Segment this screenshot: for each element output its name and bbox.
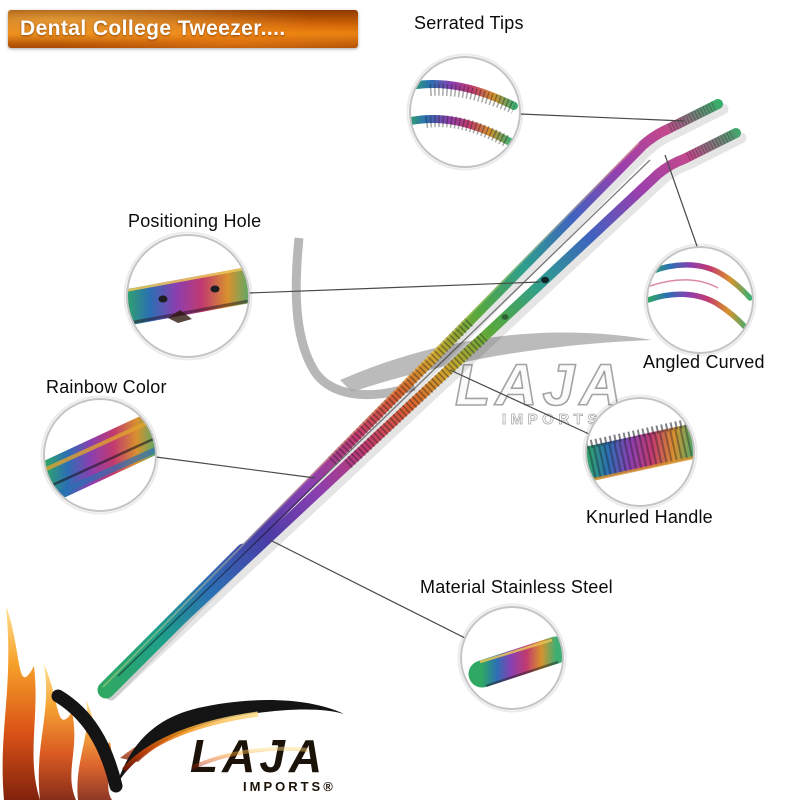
banner-title: Dental College Tweezer.... bbox=[20, 17, 286, 40]
zoom-shaft bbox=[586, 423, 694, 481]
footer-swoosh-stroke bbox=[51, 689, 123, 793]
inset-serrated-content bbox=[410, 80, 518, 148]
zoom-tip bbox=[410, 114, 514, 146]
inset-circle-halo bbox=[582, 394, 698, 510]
callout-line-rainbow bbox=[155, 456, 316, 479]
zoom-highlight bbox=[649, 279, 719, 289]
zoom-handle-end bbox=[468, 636, 563, 688]
watermark-brand-text: LAJA bbox=[455, 353, 626, 418]
tweezer-shadow bbox=[105, 132, 747, 701]
inset-circle-ring bbox=[409, 56, 521, 168]
tweezer-edge-highlight bbox=[102, 142, 640, 688]
inset-positioning-content bbox=[127, 265, 249, 326]
inset-rainbow-content bbox=[44, 410, 156, 504]
zoom-shaft bbox=[44, 410, 156, 504]
callout-label-angled-curved: Angled Curved bbox=[643, 352, 765, 372]
positioning-hole bbox=[541, 276, 549, 284]
footer-flame-accent bbox=[122, 711, 259, 772]
callout-line-material bbox=[269, 539, 466, 639]
zoom-hole bbox=[158, 295, 168, 303]
inset-material-content bbox=[468, 636, 563, 688]
zoom-hole bbox=[210, 285, 220, 293]
footer-logo: LAJA IMPORTS® bbox=[51, 689, 344, 794]
inset-circle-ring bbox=[585, 397, 695, 507]
zoom-curved-tip bbox=[647, 291, 751, 333]
positioning-hole bbox=[501, 314, 509, 320]
callout-label-serrated-tips: Serrated Tips bbox=[414, 13, 524, 33]
callout-lines bbox=[155, 113, 699, 639]
footer-brand-text: LAJA bbox=[190, 730, 326, 782]
zoom-gold-edge bbox=[127, 265, 249, 293]
tweezer-knurling bbox=[344, 332, 488, 469]
tweezer bbox=[97, 99, 747, 701]
zoom-dark-edge bbox=[127, 298, 249, 326]
callout-label-rainbow-color: Rainbow Color bbox=[46, 377, 167, 397]
zoom-tip bbox=[410, 80, 518, 110]
inset-circle-halo bbox=[457, 603, 567, 713]
inset-circle-halo bbox=[643, 243, 757, 357]
flame-shape bbox=[77, 700, 112, 800]
callout-line-serrated bbox=[519, 113, 685, 122]
inset-positioning-hole bbox=[123, 231, 253, 361]
inset-angled-curved bbox=[643, 243, 757, 357]
inset-circle-halo bbox=[40, 395, 160, 515]
callout-label-material: Material Stainless Steel bbox=[420, 577, 613, 597]
tweezer-arm-upper bbox=[101, 99, 723, 695]
inset-circle-ring bbox=[460, 606, 564, 710]
inset-serrated-tips bbox=[406, 53, 524, 171]
tweezer-arm-seam bbox=[117, 159, 651, 677]
title-banner: Dental College Tweezer.... bbox=[8, 10, 358, 48]
inset-circle-halo bbox=[123, 231, 253, 361]
zoom-blue-stripe bbox=[44, 445, 156, 503]
callout-line-knurled bbox=[449, 369, 590, 435]
footer-flame-accent bbox=[191, 746, 309, 770]
inset-knurled-content bbox=[586, 417, 694, 483]
callout-line-angled bbox=[664, 154, 699, 250]
tweezer-knurling bbox=[328, 317, 474, 465]
zoom-seam bbox=[45, 434, 156, 490]
inset-circle-ring bbox=[646, 246, 754, 354]
zoom-curved-tip bbox=[647, 262, 753, 301]
watermark-swoosh-tail bbox=[340, 332, 652, 392]
zoom-serration bbox=[429, 83, 517, 114]
flame-shape bbox=[38, 664, 76, 800]
inset-knurled-handle bbox=[582, 394, 698, 510]
tweezer-shadow bbox=[105, 103, 729, 701]
inset-material bbox=[457, 603, 567, 713]
zoom-gold-edge bbox=[44, 416, 156, 472]
inset-angled-content bbox=[647, 262, 753, 333]
callout-label-knurled-handle: Knurled Handle bbox=[586, 507, 713, 527]
footer-swoosh-tail bbox=[116, 700, 344, 786]
zoom-serration bbox=[425, 115, 511, 148]
inset-circle-ring bbox=[43, 398, 157, 512]
zoom-gold-edge bbox=[479, 638, 553, 664]
inset-circle-halo bbox=[406, 53, 524, 171]
flame-shape bbox=[2, 606, 41, 800]
zoom-gold-edge bbox=[586, 455, 694, 483]
inset-rainbow-color bbox=[40, 395, 160, 515]
tweezer-arm-lower bbox=[101, 128, 741, 695]
callout-label-positioning-hole: Positioning Hole bbox=[128, 211, 262, 231]
tweezer-tip-serration bbox=[685, 129, 737, 162]
watermark-swoosh-l bbox=[291, 237, 416, 400]
inset-circle-ring bbox=[126, 234, 250, 358]
zoom-shaft bbox=[127, 266, 249, 326]
zoom-dark-edge bbox=[485, 660, 559, 688]
inset-circle-bg bbox=[647, 247, 753, 353]
zoom-notch bbox=[168, 310, 192, 323]
zoom-ribbing bbox=[586, 423, 694, 481]
footer-subtitle-text: IMPORTS® bbox=[243, 779, 336, 794]
callout-line-positioning bbox=[248, 281, 541, 294]
